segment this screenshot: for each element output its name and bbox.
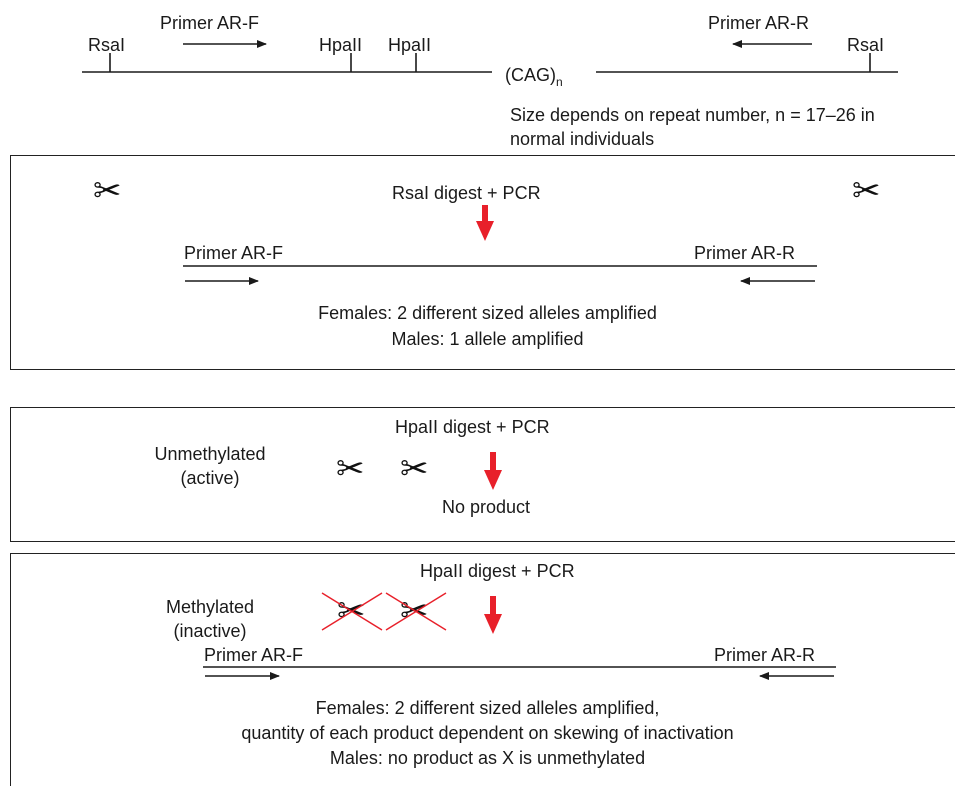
cag-repeat-label: (CAG)n	[505, 65, 563, 89]
size-note-line1: Size depends on repeat number, n = 17–26…	[510, 105, 875, 125]
rsai-site-label-right: RsaI	[847, 35, 885, 55]
rsai-site-label-left: RsaI	[88, 35, 126, 55]
panel-rsai-title: RsaI digest + PCR	[392, 183, 541, 203]
primer-r-label: Primer AR-R	[694, 243, 796, 263]
scissors-icon: ✂	[336, 449, 365, 489]
red-down-arrow-icon	[484, 596, 502, 634]
primer-r-label: Primer AR-R	[714, 645, 816, 665]
methylated-state-line1: Methylated	[165, 597, 255, 617]
panel-rsai-digest	[10, 155, 955, 370]
primer-r-label: Primer AR-R	[708, 13, 810, 33]
primer-f-label: Primer AR-F	[184, 243, 283, 263]
unmethylated-state-line1: Unmethylated	[154, 444, 266, 464]
methylated-result-line2: quantity of each product dependent on sk…	[241, 723, 734, 743]
methylated-state-line2: (inactive)	[173, 621, 247, 641]
scissors-icon: ✂	[852, 171, 881, 211]
primer-f-label: Primer AR-F	[204, 645, 303, 665]
red-cross-icon	[385, 592, 447, 631]
unmethylated-state-line2: (active)	[180, 468, 240, 488]
size-note-line2: normal individuals	[510, 129, 655, 149]
hpaii-site-label-2: HpaII	[388, 35, 432, 55]
rsai-result-line1: Females: 2 different sized alleles ampli…	[318, 303, 657, 323]
red-down-arrow-icon	[484, 452, 502, 490]
rsai-result-line2: Males: 1 allele amplified	[391, 329, 584, 349]
panel-methylated	[10, 553, 955, 786]
panel-unmethylated	[10, 407, 955, 542]
methylated-result-line1: Females: 2 different sized alleles ampli…	[315, 698, 660, 718]
panel-methylated-title: HpaII digest + PCR	[420, 561, 575, 581]
hpaii-site-label-1: HpaII	[319, 35, 363, 55]
scissors-icon: ✂	[400, 449, 429, 489]
primer-f-label: Primer AR-F	[160, 13, 259, 33]
panel-unmethylated-title: HpaII digest + PCR	[395, 417, 550, 437]
red-down-arrow-icon	[476, 205, 494, 241]
red-cross-icon	[321, 592, 383, 631]
no-product-label: No product	[442, 497, 531, 517]
methylated-result-line3: Males: no product as X is unmethylated	[329, 748, 646, 768]
scissors-icon: ✂	[93, 171, 122, 211]
